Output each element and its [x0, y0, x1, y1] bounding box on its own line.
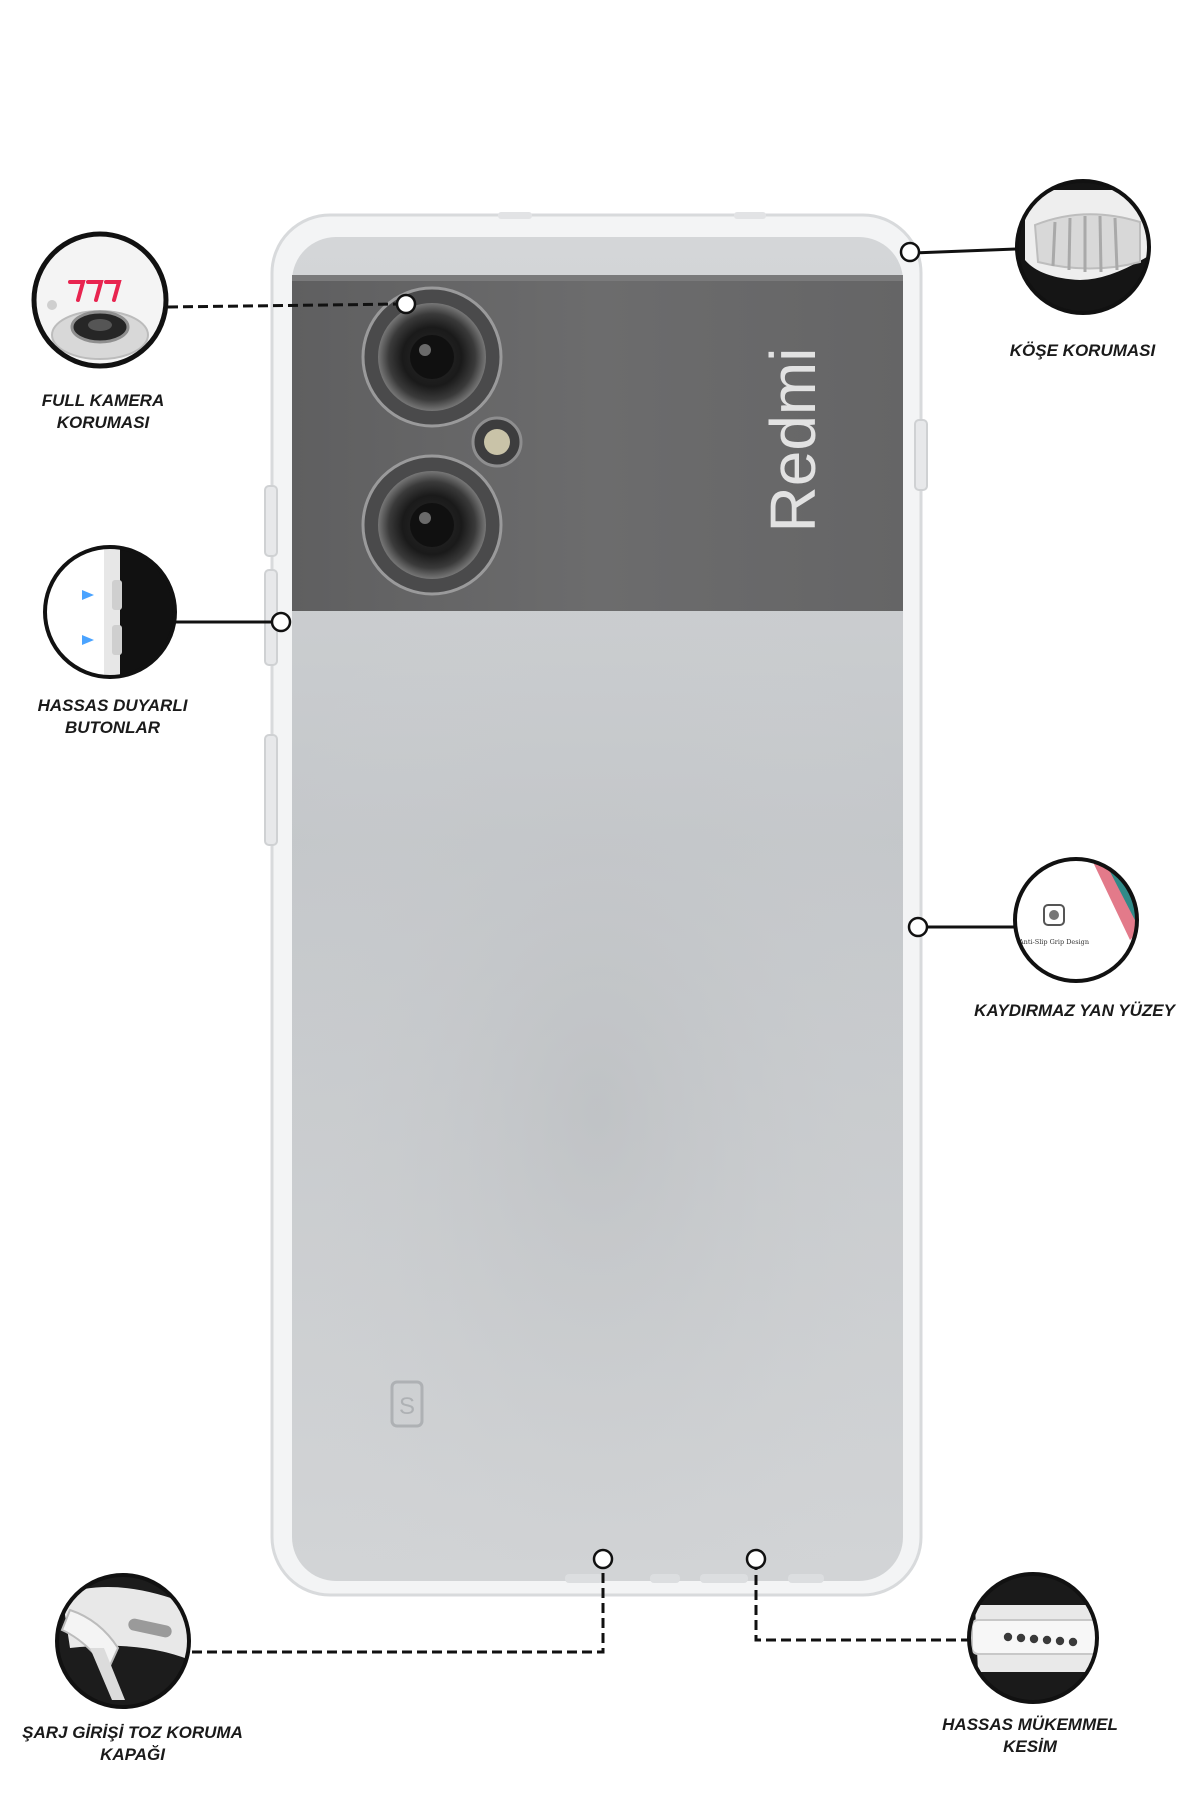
corner-protection-line1: KÖŞE KORUMASI: [1009, 341, 1156, 360]
speaker-cutout-icon: [967, 1572, 1099, 1704]
camera-protection-label: FULL KAMERA KORUMASI: [18, 390, 188, 434]
anti-slip-line1: KAYDIRMAZ YAN YÜZEY: [974, 1001, 1175, 1020]
callout-dots: [270, 241, 929, 1570]
sensitive-buttons-line2: BUTONLAR: [64, 718, 161, 737]
charge-port-label: ŞARJ GİRİŞİ TOZ KORUMA KAPAĞI: [0, 1722, 265, 1766]
camera-lens-icon: [31, 231, 169, 369]
anti-slip-inset-text: Anti-Slip Grip Design: [1018, 938, 1089, 946]
callout-lines: [167, 247, 1017, 1654]
precise-cutout-label: HASSAS MÜKEMMEL KESİM: [930, 1714, 1130, 1758]
anti-slip-label: KAYDIRMAZ YAN YÜZEY: [962, 1000, 1187, 1022]
charge-port-line1: ŞARJ GİRİŞİ TOZ KORUMA: [22, 1723, 243, 1742]
brand-print: Redmi: [757, 348, 829, 533]
charge-port-line2: KAPAĞI: [100, 1745, 165, 1764]
case-logo-text: S: [399, 1393, 415, 1420]
dust-plug-icon: [55, 1573, 191, 1709]
brand-print-text: Redmi: [757, 348, 829, 533]
camera-protection-line1: FULL KAMERA: [41, 391, 165, 410]
sensitive-buttons-label: HASSAS DUYARLI BUTONLAR: [10, 695, 215, 739]
case-logo: S: [390, 1380, 424, 1428]
precise-cutout-line1: HASSAS MÜKEMMEL: [942, 1715, 1118, 1734]
precise-cutout-line2: KESİM: [1003, 1737, 1057, 1756]
corner-protection-label: KÖŞE KORUMASI: [980, 340, 1185, 362]
phone-case: Redmi S: [264, 212, 928, 1597]
corner-bumper-icon: [1015, 179, 1151, 315]
sensitive-buttons-line1: HASSAS DUYARLI: [37, 696, 188, 715]
anti-slip-icon: Anti-Slip Grip Design: [1013, 857, 1139, 983]
camera-protection-line2: KORUMASI: [56, 413, 150, 432]
side-button-icon: [43, 545, 177, 679]
camera-module: [361, 286, 523, 596]
